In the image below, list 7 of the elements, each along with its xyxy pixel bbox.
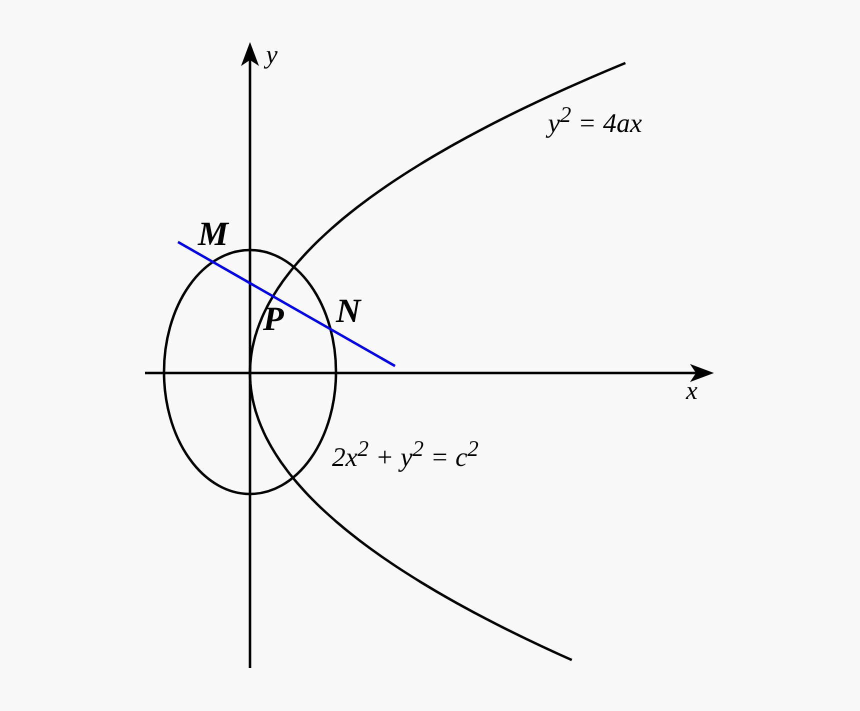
axis-label: x xyxy=(686,378,698,404)
equation-label: y$^{2}$ = 4ax xyxy=(548,104,642,137)
axis-label: y xyxy=(266,42,278,68)
equation-label: 2x$^{2}$ + y$^{2}$ = c$^{2}$ xyxy=(332,438,479,471)
point-label: M xyxy=(198,218,228,252)
point-label: P xyxy=(263,303,284,337)
point-label: N xyxy=(336,295,361,329)
